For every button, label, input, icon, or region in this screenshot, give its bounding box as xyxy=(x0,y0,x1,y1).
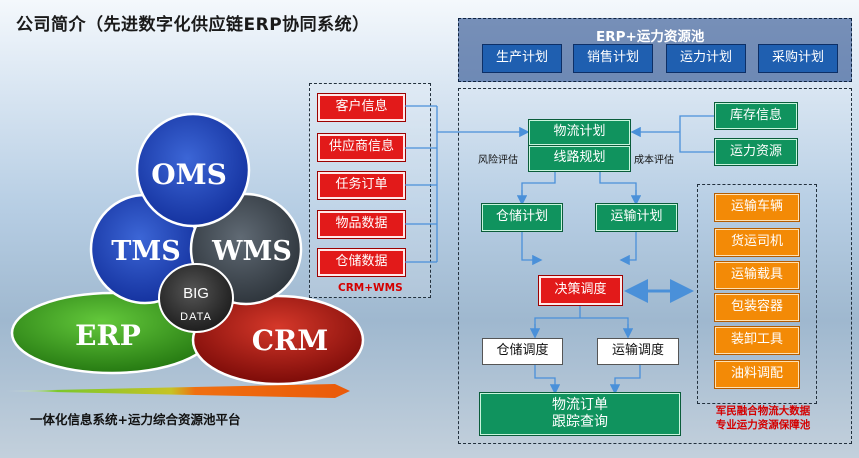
resource-pool-item[interactable]: 运输车辆 xyxy=(715,194,799,221)
erp-pool-item[interactable]: 生产计划 xyxy=(482,44,562,73)
inventory-box[interactable]: 库存信息 xyxy=(715,103,797,129)
crm-label: CRM xyxy=(252,324,329,357)
resource-pool-item[interactable]: 运输载具 xyxy=(715,262,799,289)
resource-pool-item[interactable]: 包装容器 xyxy=(715,294,799,321)
big-data-circle xyxy=(158,263,234,333)
resource-pool-item[interactable]: 装卸工具 xyxy=(715,327,799,354)
crm-wms-item[interactable]: 供应商信息 xyxy=(318,134,405,161)
cost-eval-label: 成本评估 xyxy=(634,155,674,166)
erp-pool-item[interactable]: 运力计划 xyxy=(666,44,746,73)
wms-label: WMS xyxy=(211,236,292,267)
erp-label: ERP xyxy=(75,319,141,352)
big-label: BIG xyxy=(183,285,209,302)
order-line1: 物流订单 xyxy=(552,396,608,413)
tms-label: TMS xyxy=(111,236,180,267)
resource-caption-line2: 专业运力资源保障池 xyxy=(715,418,811,431)
capacity-box[interactable]: 运力资源 xyxy=(715,139,797,165)
crm-ellipse xyxy=(191,294,365,386)
crm-wms-caption: CRM+WMS xyxy=(338,282,403,294)
storage-plan-box[interactable]: 仓储计划 xyxy=(482,204,562,231)
venn-diagram: OMS TMS WMS BIG DATA ERP CRM xyxy=(6,112,365,398)
resource-caption-line1: 军民融合物流大数据 xyxy=(715,405,811,417)
erp-pool-title: ERP+运力资源池 xyxy=(596,29,705,45)
resource-pool-panel xyxy=(697,184,817,404)
data-label: DATA xyxy=(180,311,212,323)
crm-wms-item[interactable]: 任务订单 xyxy=(318,172,405,199)
platform-label: 一体化信息系统+运力综合资源池平台 xyxy=(30,412,241,427)
risk-eval-label: 风险评估 xyxy=(478,155,518,166)
route-plan-box[interactable]: 线路规划 xyxy=(529,146,630,171)
resource-pool-item[interactable]: 货运司机 xyxy=(715,229,799,256)
storage-dispatch-box[interactable]: 仓储调度 xyxy=(482,338,563,365)
decision-box[interactable]: 决策调度 xyxy=(539,276,622,305)
logistics-order-box[interactable]: 物流订单 跟踪查询 xyxy=(480,393,680,435)
resource-pool-item[interactable]: 油料调配 xyxy=(715,361,799,388)
crm-wms-item[interactable]: 仓储数据 xyxy=(318,249,405,276)
crm-wms-item[interactable]: 客户信息 xyxy=(318,94,405,121)
logistics-plan-box[interactable]: 物流计划 xyxy=(529,120,630,145)
page-title: 公司简介（先进数字化供应链ERP协同系统） xyxy=(16,15,370,35)
erp-pool-item[interactable]: 销售计划 xyxy=(573,44,653,73)
erp-pool-item[interactable]: 采购计划 xyxy=(758,44,838,73)
transport-plan-box[interactable]: 运输计划 xyxy=(596,204,677,231)
resource-pool-caption: 军民融合物流大数据 专业运力资源保障池 xyxy=(703,405,823,432)
flow-panel xyxy=(458,88,852,444)
oms-circle xyxy=(135,112,251,228)
crm-wms-item[interactable]: 物品数据 xyxy=(318,211,405,238)
oms-label: OMS xyxy=(151,158,227,191)
platform-arrow xyxy=(6,384,350,398)
transport-dispatch-box[interactable]: 运输调度 xyxy=(597,338,679,365)
order-line2: 跟踪查询 xyxy=(552,414,608,430)
